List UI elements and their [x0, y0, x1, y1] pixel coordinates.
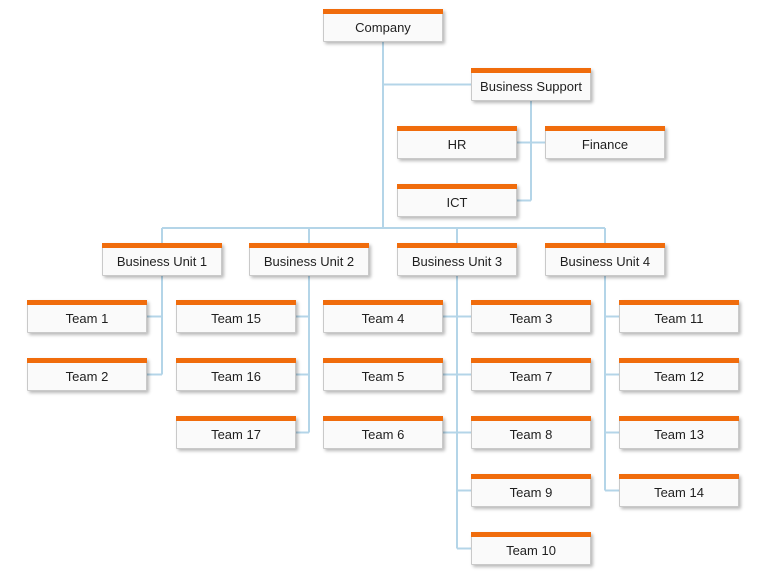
node-label: Team 4	[361, 311, 405, 326]
node-team-15[interactable]: Team 15	[176, 300, 296, 333]
node-label: Team 7	[509, 369, 553, 384]
node-team-16[interactable]: Team 16	[176, 358, 296, 391]
node-accent-bar	[619, 474, 739, 479]
node-team-9[interactable]: Team 9	[471, 474, 591, 507]
node-label: Team 1	[65, 311, 109, 326]
node-team-6[interactable]: Team 6	[323, 416, 443, 449]
node-accent-bar	[471, 474, 591, 479]
node-accent-bar	[397, 126, 517, 131]
node-accent-bar	[176, 300, 296, 305]
node-label: Business Unit 2	[263, 254, 355, 269]
node-accent-bar	[471, 300, 591, 305]
node-accent-bar	[397, 184, 517, 189]
node-label: Business Unit 1	[116, 254, 208, 269]
node-team-14[interactable]: Team 14	[619, 474, 739, 507]
connector-bu2-branch	[296, 276, 310, 434]
node-accent-bar	[176, 358, 296, 363]
node-accent-bar	[545, 126, 665, 131]
node-business-unit-2[interactable]: Business Unit 2	[249, 243, 369, 276]
node-company[interactable]: Company	[323, 9, 443, 42]
node-label: Team 5	[361, 369, 405, 384]
node-accent-bar	[102, 243, 222, 248]
node-accent-bar	[323, 9, 443, 14]
node-accent-bar	[545, 243, 665, 248]
node-accent-bar	[323, 416, 443, 421]
node-label: Business Support	[480, 79, 582, 94]
node-label: Team 8	[509, 427, 553, 442]
node-accent-bar	[619, 300, 739, 305]
node-label: Business Unit 3	[411, 254, 503, 269]
node-finance[interactable]: Finance	[545, 126, 665, 159]
node-team-4[interactable]: Team 4	[323, 300, 443, 333]
node-label: Team 2	[65, 369, 109, 384]
node-label: ICT	[446, 195, 468, 210]
node-accent-bar	[27, 300, 147, 305]
node-accent-bar	[323, 300, 443, 305]
node-accent-bar	[471, 416, 591, 421]
node-accent-bar	[619, 416, 739, 421]
node-label: HR	[447, 137, 467, 152]
node-label: Team 12	[654, 369, 704, 384]
node-label: Team 14	[654, 485, 704, 500]
connector-bu1-branch	[147, 276, 163, 376]
node-accent-bar	[323, 358, 443, 363]
node-label: Team 16	[211, 369, 261, 384]
node-business-unit-1[interactable]: Business Unit 1	[102, 243, 222, 276]
node-label: Team 13	[654, 427, 704, 442]
node-ict[interactable]: ICT	[397, 184, 517, 217]
node-label: Business Unit 4	[559, 254, 651, 269]
node-business-unit-3[interactable]: Business Unit 3	[397, 243, 517, 276]
node-accent-bar	[471, 358, 591, 363]
node-label: Team 17	[211, 427, 261, 442]
node-accent-bar	[27, 358, 147, 363]
node-label: Team 15	[211, 311, 261, 326]
node-label: Team 11	[654, 311, 704, 326]
node-team-1[interactable]: Team 1	[27, 300, 147, 333]
node-team-5[interactable]: Team 5	[323, 358, 443, 391]
node-label: Finance	[581, 137, 629, 152]
connector-bu4-branch	[604, 276, 619, 492]
node-business-support[interactable]: Business Support	[471, 68, 591, 101]
node-team-8[interactable]: Team 8	[471, 416, 591, 449]
node-label: Company	[355, 20, 411, 35]
node-team-17[interactable]: Team 17	[176, 416, 296, 449]
node-accent-bar	[471, 68, 591, 73]
node-accent-bar	[176, 416, 296, 421]
node-team-3[interactable]: Team 3	[471, 300, 591, 333]
node-team-2[interactable]: Team 2	[27, 358, 147, 391]
node-label: Team 6	[361, 427, 405, 442]
node-accent-bar	[397, 243, 517, 248]
node-accent-bar	[249, 243, 369, 248]
node-accent-bar	[471, 532, 591, 537]
node-team-11[interactable]: Team 11	[619, 300, 739, 333]
node-label: Team 9	[509, 485, 553, 500]
node-accent-bar	[619, 358, 739, 363]
node-business-unit-4[interactable]: Business Unit 4	[545, 243, 665, 276]
connector-unit-stubs	[161, 228, 606, 243]
node-team-13[interactable]: Team 13	[619, 416, 739, 449]
node-label: Team 10	[506, 543, 556, 558]
node-label: Team 3	[509, 311, 553, 326]
node-team-10[interactable]: Team 10	[471, 532, 591, 565]
node-team-7[interactable]: Team 7	[471, 358, 591, 391]
node-team-12[interactable]: Team 12	[619, 358, 739, 391]
node-hr[interactable]: HR	[397, 126, 517, 159]
connector-bu3-branch	[443, 276, 471, 550]
